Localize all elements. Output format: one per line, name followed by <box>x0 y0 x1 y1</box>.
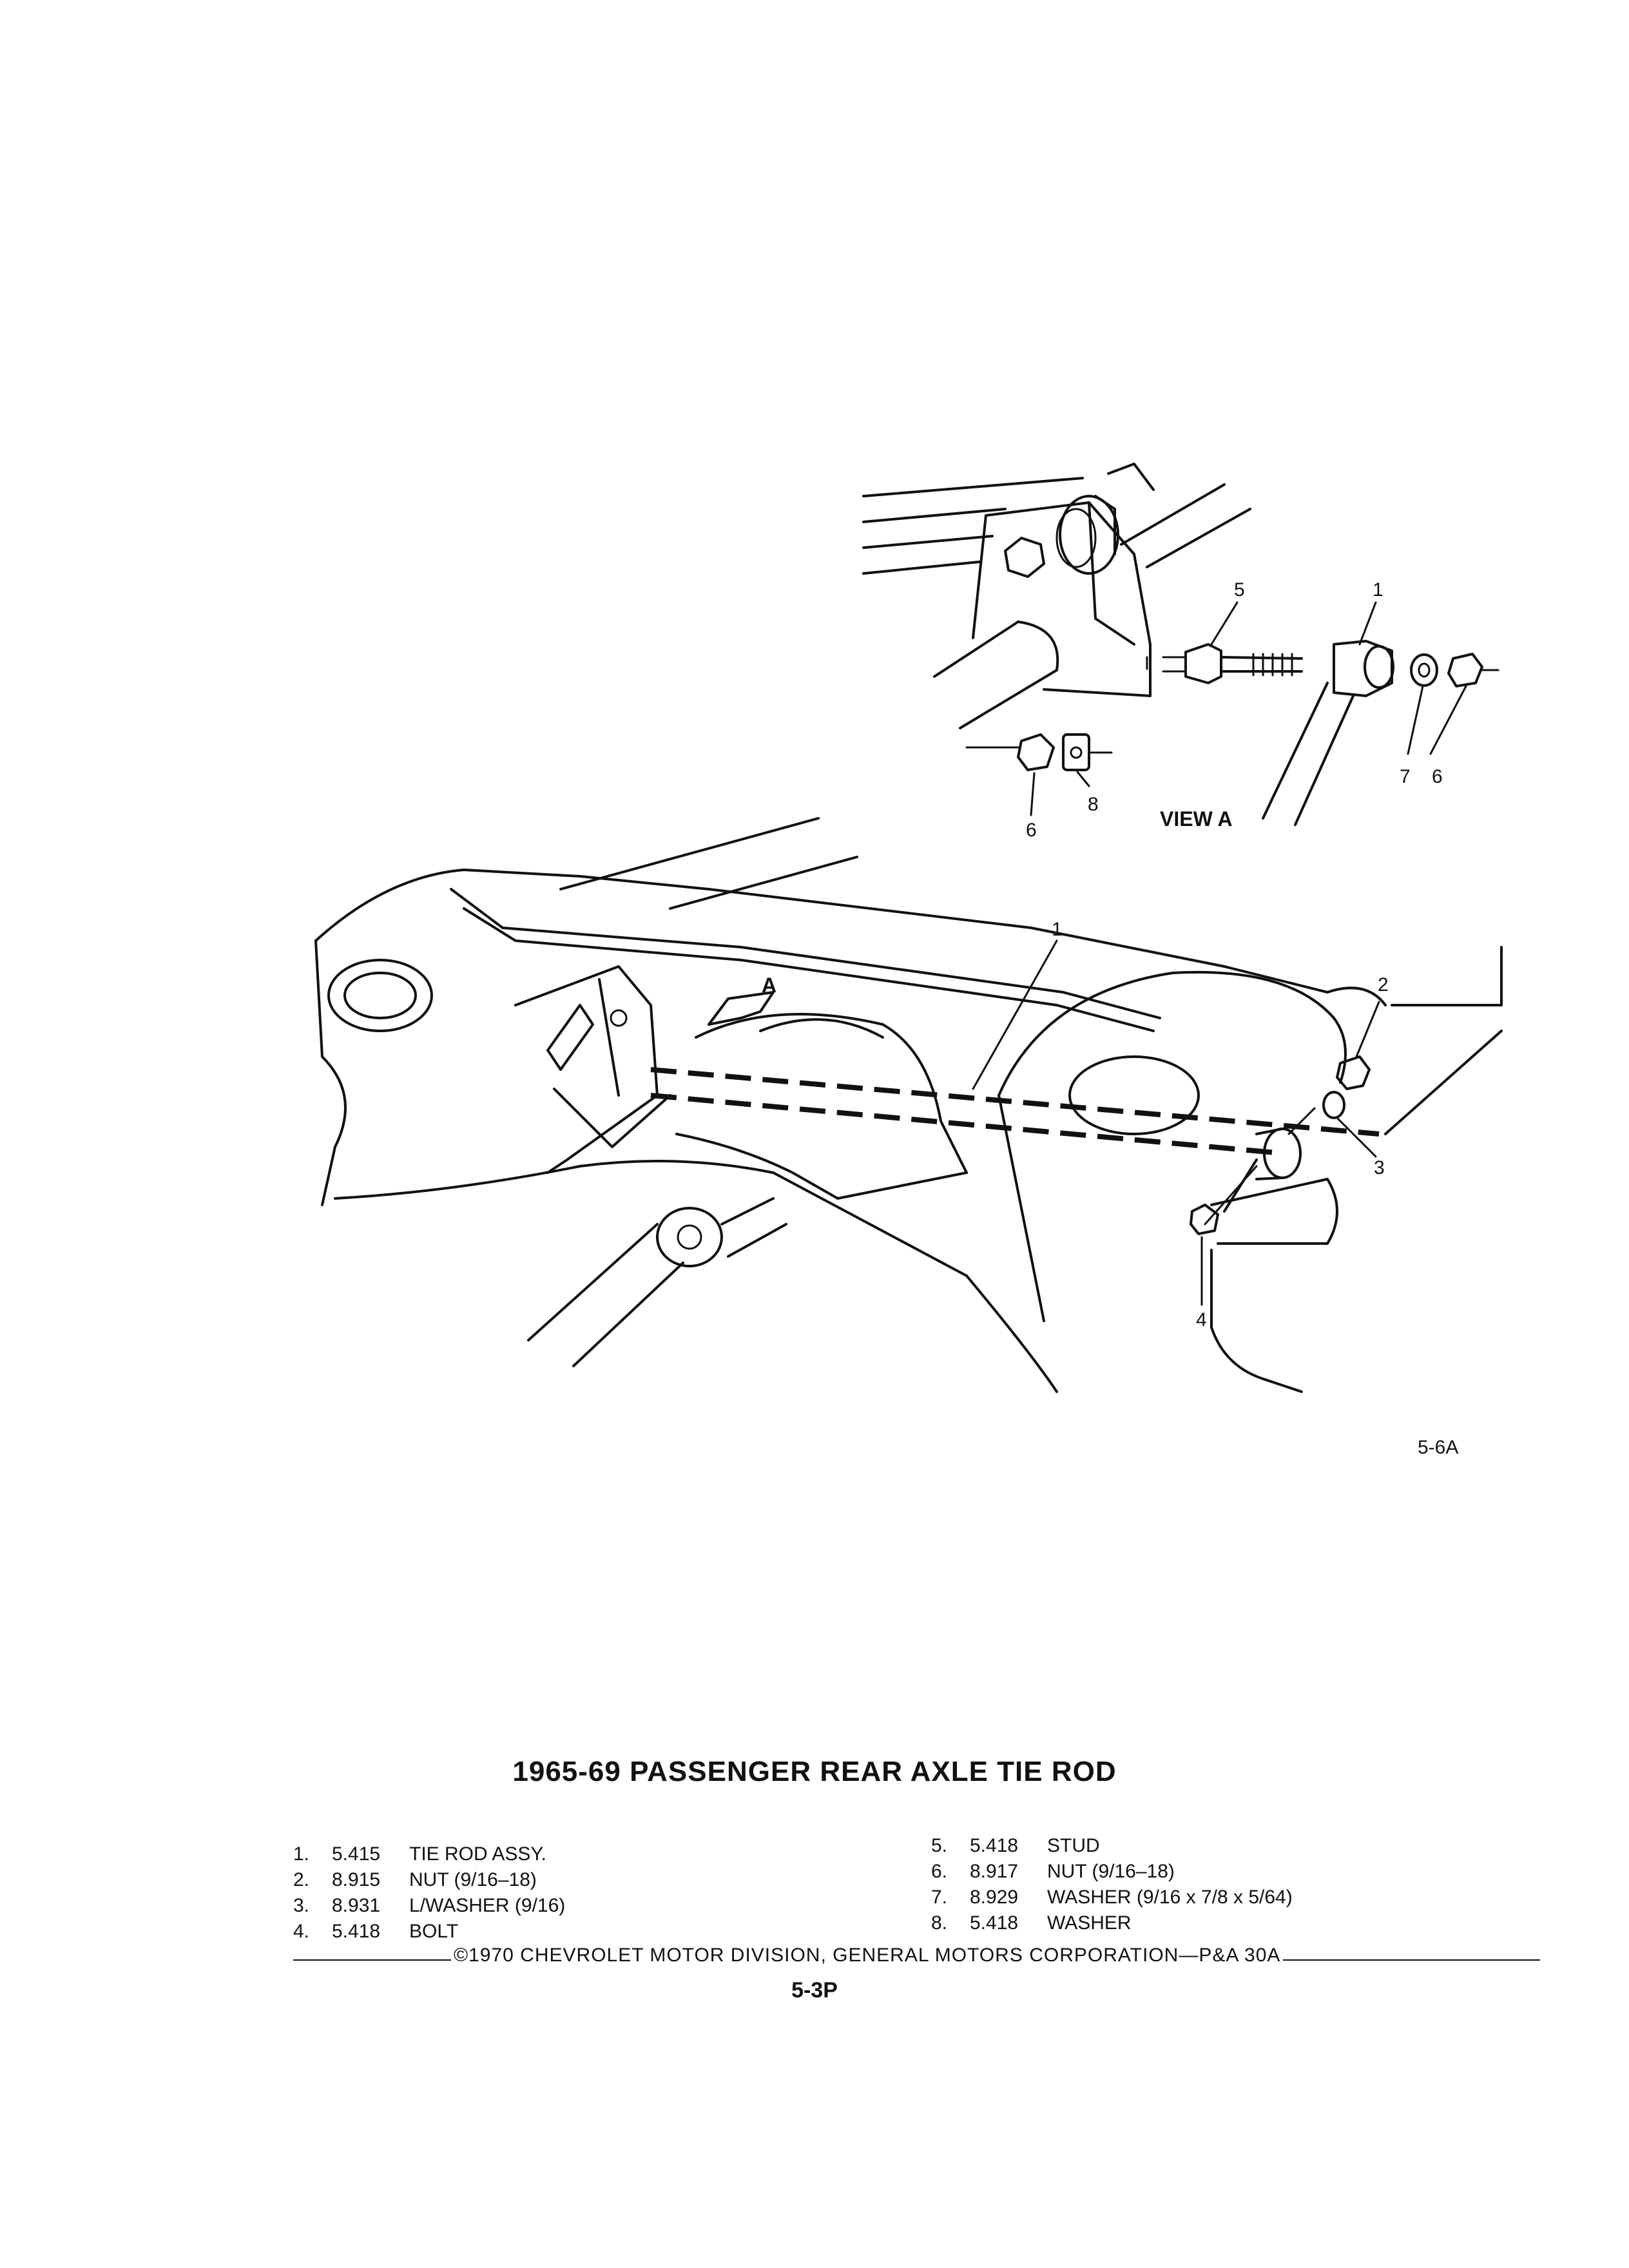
copyright-footer: ©1970 CHEVROLET MOTOR DIVISION, GENERAL … <box>293 1943 1540 1968</box>
callout-3: 3 <box>1374 1157 1385 1178</box>
footer-rule-right <box>1283 1959 1540 1961</box>
page-number: 5-3P <box>791 1978 838 2003</box>
view-a-detail <box>862 463 1499 826</box>
callout-7: 7 <box>1400 766 1411 787</box>
callout-6-left: 6 <box>1026 820 1037 841</box>
figure-code: 5-6A <box>1418 1437 1459 1458</box>
main-assembly-view <box>314 817 1503 1393</box>
footer-rule-left <box>293 1959 451 1961</box>
callout-1-main: 1 <box>1052 919 1063 940</box>
callout-2: 2 <box>1378 974 1389 995</box>
arrow-a-label: A <box>762 974 776 997</box>
callout-6-right: 6 <box>1432 766 1443 787</box>
footer-text: ©1970 CHEVROLET MOTOR DIVISION, GENERAL … <box>454 1945 1281 1966</box>
callout-4: 4 <box>1196 1309 1207 1331</box>
callout-8: 8 <box>1088 794 1099 815</box>
view-a-label: VIEW A <box>1160 807 1233 831</box>
callout-1-view-a: 1 <box>1373 579 1383 601</box>
page-title: 1965-69 PASSENGER REAR AXLE TIE ROD <box>512 1756 1117 1787</box>
callout-5: 5 <box>1234 579 1245 601</box>
